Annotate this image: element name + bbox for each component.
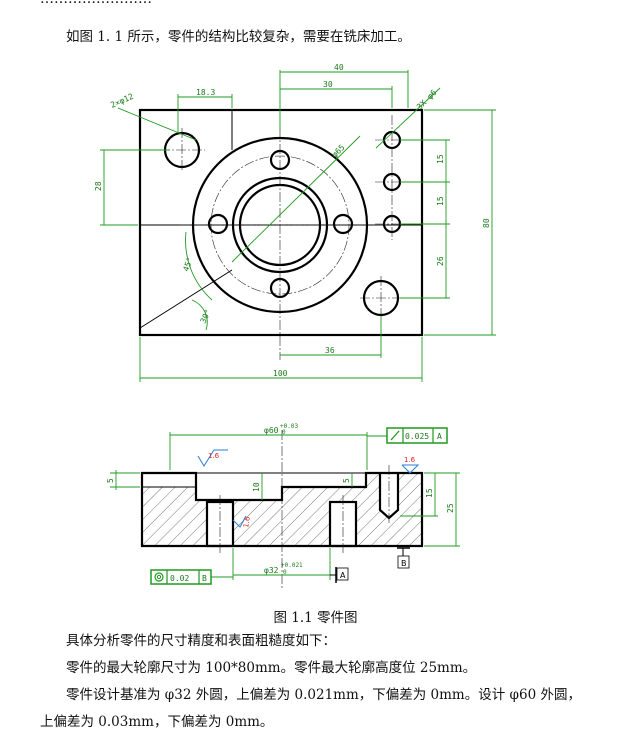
fcf-top: 0.025 A bbox=[367, 427, 448, 444]
svg-text:A: A bbox=[437, 432, 442, 441]
dim-36: 36 bbox=[325, 346, 335, 355]
roughness-symbol-a: 1.6 bbox=[197, 449, 228, 467]
svg-text:1.6: 1.6 bbox=[208, 452, 220, 460]
svg-text:B: B bbox=[202, 574, 207, 583]
dim-5-right: 5 bbox=[342, 478, 351, 483]
bolt-hole-left bbox=[207, 213, 229, 235]
dim-28: 28 bbox=[94, 181, 103, 191]
dim-25: 25 bbox=[446, 503, 455, 513]
dim-15-b: 15 bbox=[436, 196, 445, 206]
top-cut-text: …………………… bbox=[40, 0, 152, 7]
dim-100: 100 bbox=[273, 369, 288, 378]
dim-15: 15 bbox=[425, 488, 434, 498]
svg-text:B: B bbox=[401, 559, 407, 568]
dim-10: 10 bbox=[252, 482, 261, 492]
dim-60: φ60 bbox=[264, 426, 279, 435]
dim-32-tol: +0.021 bbox=[281, 562, 303, 569]
section-outline bbox=[140, 471, 424, 548]
coaxiality-icon bbox=[154, 572, 164, 582]
svg-text:0: 0 bbox=[282, 429, 286, 436]
dim-5-left: 5 bbox=[106, 478, 115, 483]
svg-text:1.6: 1.6 bbox=[404, 456, 416, 464]
plan-chamfer-line bbox=[139, 269, 233, 329]
bolt-hole-right bbox=[332, 213, 354, 235]
svg-text:0.02: 0.02 bbox=[170, 574, 189, 583]
section-view: φ60 +0.03 0 0.025 A 1.6 1.6 1.6 bbox=[106, 423, 460, 590]
dim-18-3: 18.3 bbox=[196, 88, 215, 97]
dim-32: φ32 bbox=[264, 566, 279, 575]
datum-a: A bbox=[330, 567, 349, 583]
roughness-symbol-c: 1.6 bbox=[232, 515, 252, 528]
runout-icon bbox=[390, 430, 400, 441]
roughness-symbol-b: 1.6 bbox=[401, 456, 420, 474]
dim-2x12: 2×φ12 bbox=[109, 92, 135, 110]
angle-45: 45° bbox=[181, 256, 194, 273]
dim-3x6: 3X φ6 bbox=[415, 88, 439, 112]
dim-80: 80 bbox=[482, 218, 491, 228]
svg-text:0.025: 0.025 bbox=[405, 432, 429, 441]
dim-40: 40 bbox=[334, 63, 344, 72]
angle-30: 30° bbox=[199, 308, 213, 325]
fcf-bottom: 0.02 B bbox=[150, 569, 233, 585]
dim-65: φ65 bbox=[330, 143, 347, 160]
dim-15-a: 15 bbox=[436, 154, 445, 164]
svg-text:A: A bbox=[340, 571, 346, 580]
dim-30: 30 bbox=[323, 80, 333, 89]
svg-text:0: 0 bbox=[283, 569, 287, 576]
figure-caption: 图 1.1 零件图 bbox=[273, 610, 358, 626]
outline-paragraph: 零件的最大轮廓尺寸为 100*80mm。零件最大轮廓高度位 25mm。 bbox=[66, 660, 477, 676]
dim-60-tol: +0.03 bbox=[280, 423, 298, 430]
intro-paragraph: 如图 1. 1 所示，零件的结构比较复杂，需要在铣床加工。 bbox=[66, 29, 411, 45]
dim-26: 26 bbox=[436, 256, 445, 266]
plan-outline bbox=[138, 108, 424, 337]
datum-paragraph-line2: 上偏差为 0.03mm，下偏差为 0mm。 bbox=[40, 714, 274, 730]
plan-view: 40 30 18.3 2×φ12 3X φ6 φ65 15 15 26 80 2… bbox=[94, 63, 496, 382]
datum-b: B bbox=[397, 547, 410, 569]
datum-paragraph-line1: 零件设计基准为 φ32 外圆，上偏差为 0.021mm，下偏差为 0mm。设计 … bbox=[66, 687, 581, 703]
svg-text:1.6: 1.6 bbox=[242, 515, 252, 528]
analysis-paragraph: 具体分析零件的尺寸精度和表面粗糙度如下： bbox=[66, 633, 336, 649]
